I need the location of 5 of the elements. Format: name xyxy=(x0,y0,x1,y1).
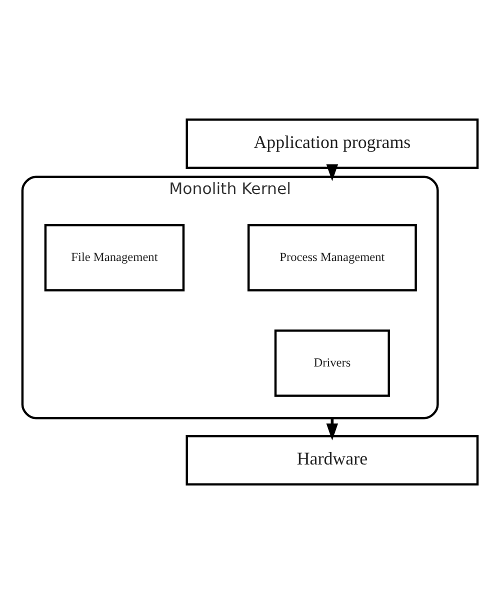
arrow xyxy=(326,164,338,182)
node-box: Drivers xyxy=(274,330,390,397)
node-box: Process Management xyxy=(246,224,416,292)
node-box: File Management xyxy=(44,224,184,292)
node-box: Hardware xyxy=(185,434,478,486)
